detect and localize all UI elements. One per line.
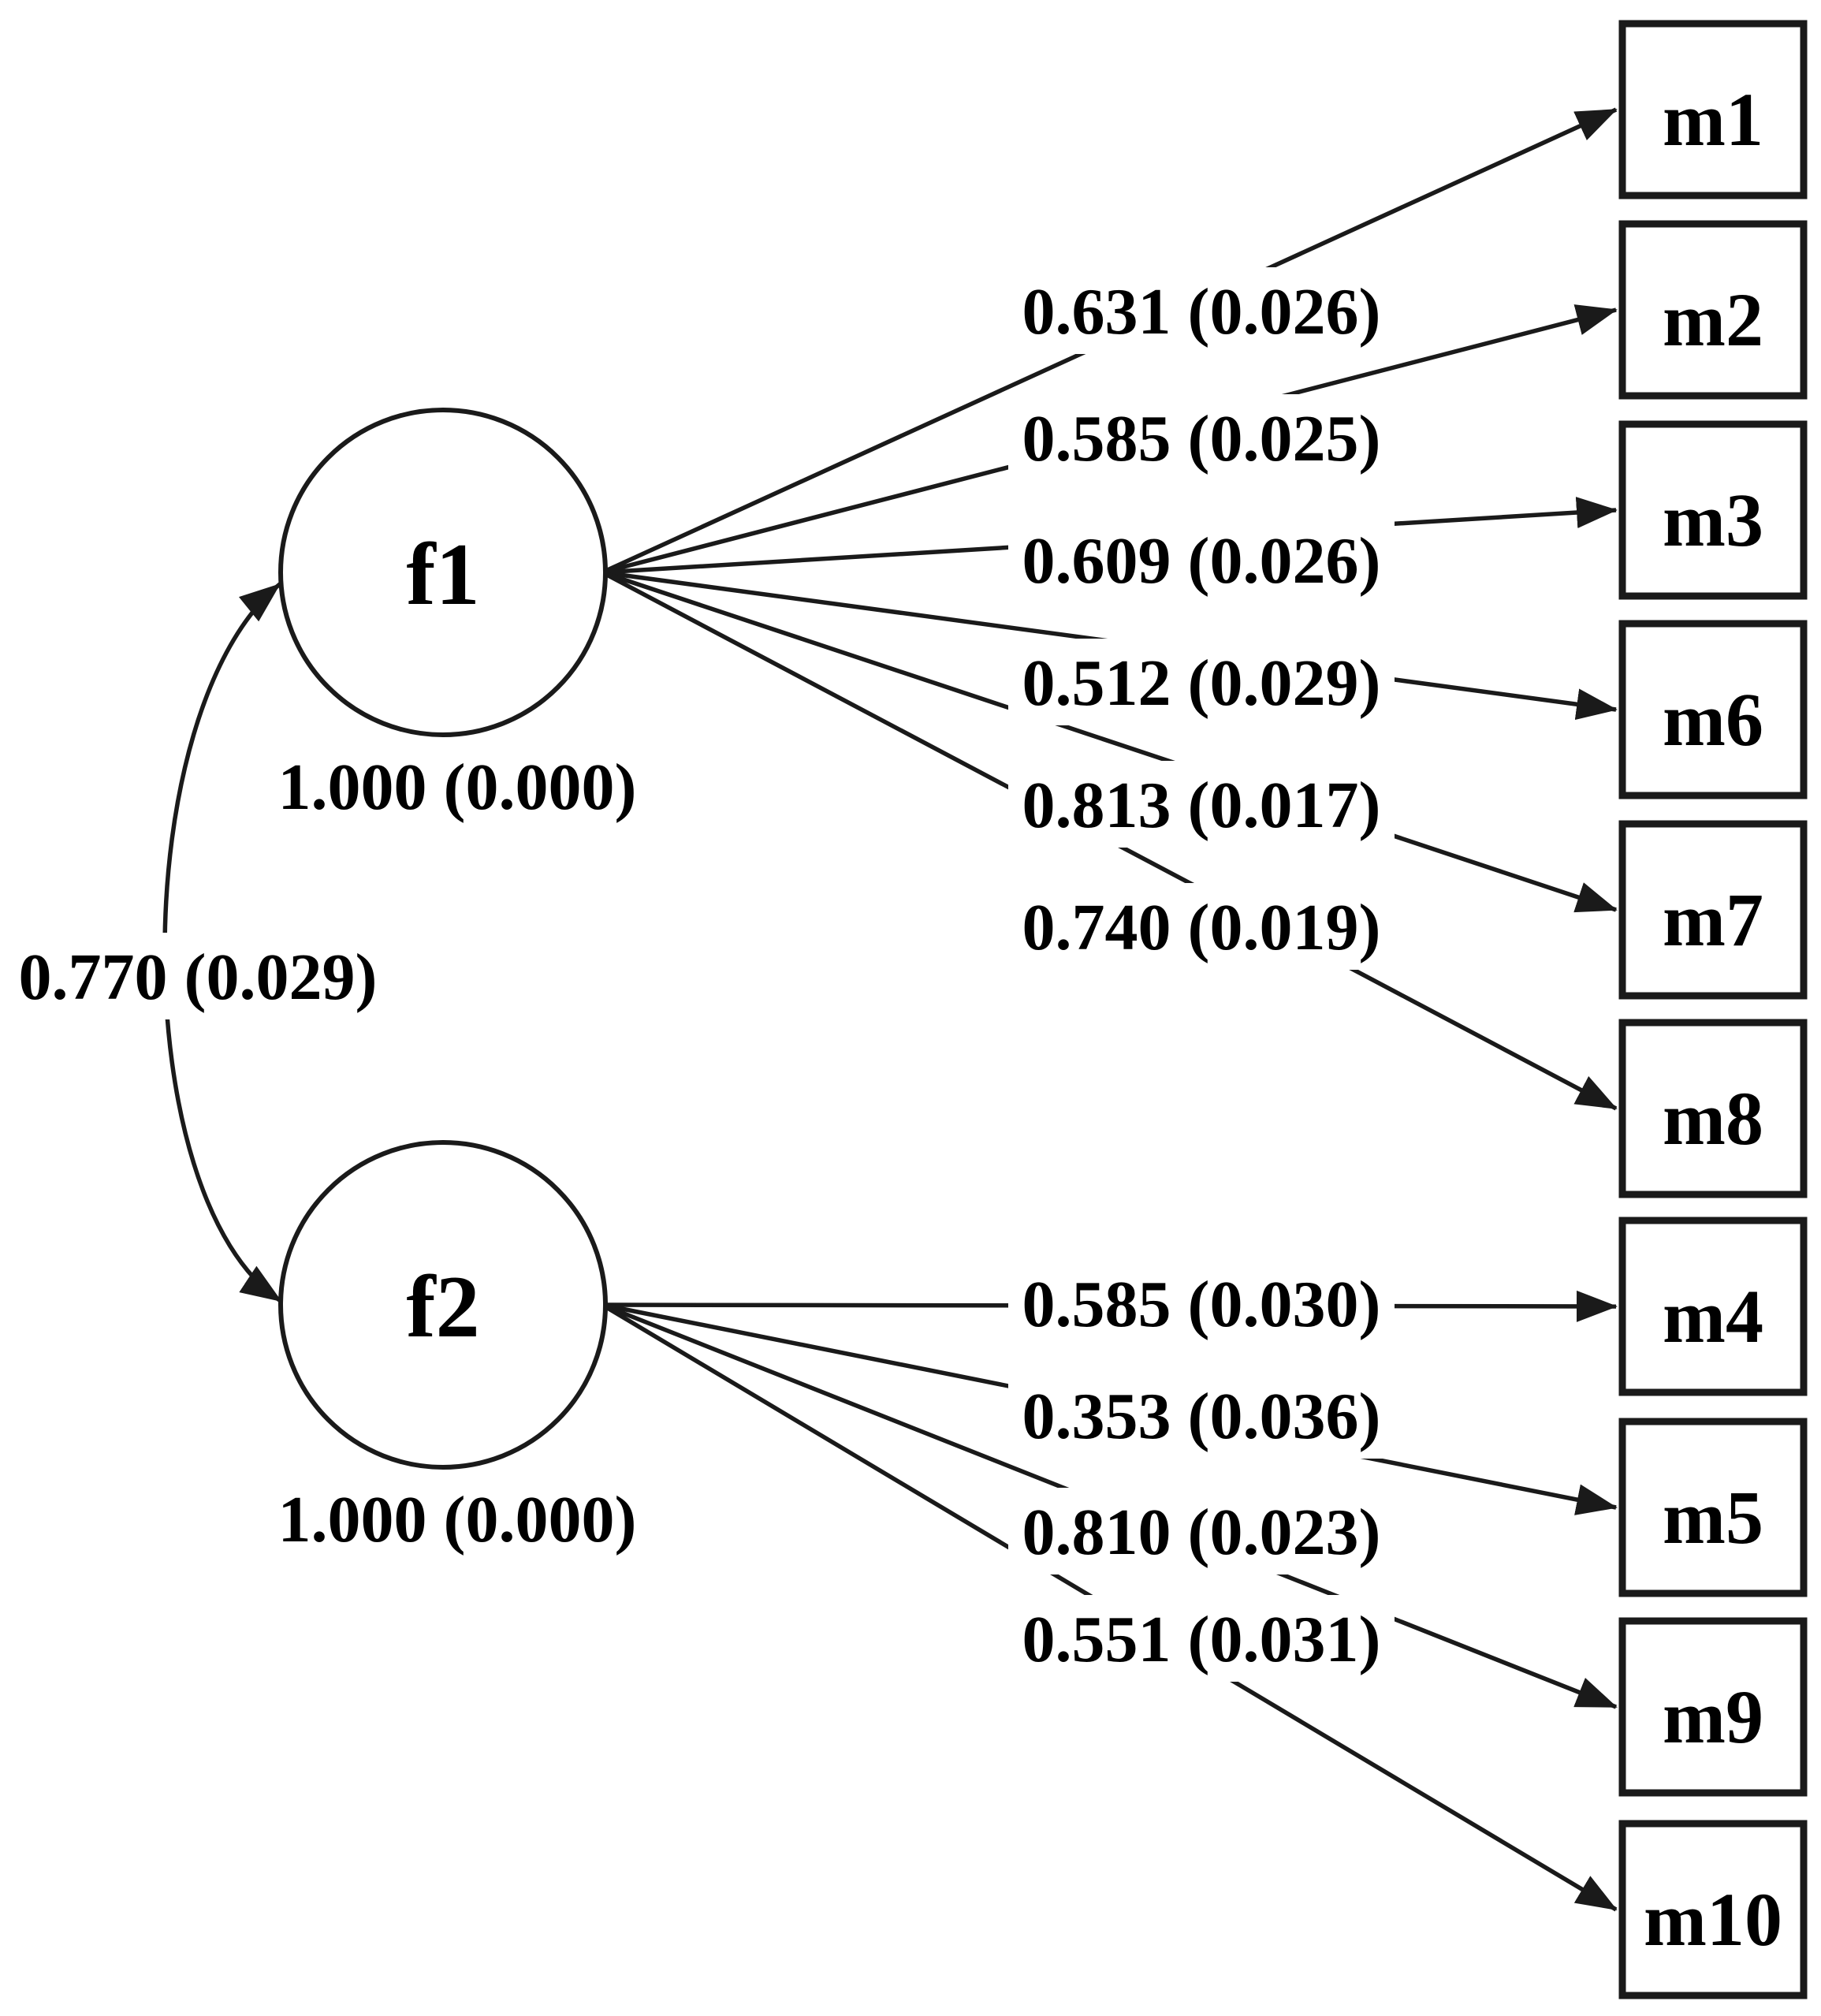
loading-labels-f2: 0.585 (0.030) 0.353 (0.036) 0.810 (0.023…	[1008, 1260, 1395, 1682]
indicator-m8-box	[1618, 1019, 1808, 1198]
indicator-m6-box	[1618, 620, 1808, 799]
factor-f1-node	[278, 408, 608, 737]
indicator-m1-label: m1	[1663, 77, 1763, 162]
loading-label-bg	[1008, 1488, 1395, 1574]
indicator-m5-label: m5	[1663, 1475, 1763, 1560]
indicator-m4-label: m4	[1663, 1274, 1763, 1358]
loading-label-bg	[1008, 1595, 1395, 1682]
indicator-m3-box	[1618, 420, 1808, 600]
loading-label-bg	[1008, 883, 1395, 970]
covariance-arrowhead-f1	[239, 583, 281, 622]
loading-label-f1-m3: 0.609 (0.026)	[1022, 524, 1381, 598]
indicator-m5-box	[1618, 1418, 1808, 1597]
loading-labels-f1: 0.631 (0.026) 0.585 (0.025) 0.609 (0.026…	[1008, 267, 1395, 970]
loading-label-f2-m10: 0.551 (0.031)	[1022, 1603, 1381, 1676]
indicator-m9-box	[1618, 1617, 1808, 1797]
loading-label-f1-m8: 0.740 (0.019)	[1022, 891, 1381, 964]
covariance-label: 0.770 (0.029)	[19, 941, 378, 1014]
loading-label-bg	[1008, 1372, 1395, 1459]
covariance-label-bg	[5, 933, 391, 1019]
loading-label-bg	[1008, 394, 1395, 481]
indicator-m3-label: m3	[1663, 478, 1763, 562]
loading-label-bg	[1008, 639, 1395, 725]
loading-label-f1-m2: 0.585 (0.025)	[1022, 402, 1381, 475]
factor-f1-label: f1	[406, 526, 479, 624]
loading-label-bg	[1008, 761, 1395, 848]
indicator-m8-label: m8	[1663, 1076, 1763, 1161]
indicator-m4-box	[1618, 1217, 1808, 1396]
factor-f1-group: f1 1.000 (0.000)	[278, 408, 637, 824]
indicator-m10-label: m10	[1644, 1877, 1782, 1962]
loading-label-f2-m9: 0.810 (0.023)	[1022, 1496, 1381, 1569]
loading-label-bg	[1008, 1260, 1395, 1347]
loading-label-bg	[1008, 516, 1395, 603]
indicator-m2-box	[1618, 220, 1808, 400]
factor-f2-group: f2 1.000 (0.000)	[278, 1140, 637, 1556]
indicator-m7-label: m7	[1663, 878, 1763, 962]
loading-arrow-f1-m7	[601, 570, 1618, 913]
loading-label-f1-m7: 0.813 (0.017)	[1022, 769, 1381, 842]
factor-f2-node	[278, 1140, 608, 1470]
factor-f2-label: f2	[406, 1258, 479, 1356]
loading-label-f2-m5: 0.353 (0.036)	[1022, 1380, 1381, 1453]
indicator-m7-box	[1618, 820, 1808, 1000]
indicator-m10-box	[1618, 1820, 1808, 1999]
loading-label-f2-m4: 0.585 (0.030)	[1022, 1268, 1381, 1341]
indicator-m1-box	[1618, 20, 1808, 199]
factor-f1-variance-label: 1.000 (0.000)	[278, 751, 637, 824]
indicator-m6-label: m6	[1663, 677, 1763, 762]
factor-f2-variance-label: 1.000 (0.000)	[278, 1483, 637, 1556]
covariance-label-group: 0.770 (0.029)	[5, 933, 391, 1019]
loading-label-bg	[1008, 267, 1395, 354]
indicator-m9-label: m9	[1663, 1675, 1763, 1759]
indicator-m2-label: m2	[1663, 278, 1763, 362]
loading-label-f1-m1: 0.631 (0.026)	[1022, 275, 1381, 348]
indicator-boxes: m1 m2 m3 m6 m7 m8 m4 m5 m9 m10	[1618, 20, 1808, 1999]
loading-label-f1-m6: 0.512 (0.029)	[1022, 647, 1381, 720]
